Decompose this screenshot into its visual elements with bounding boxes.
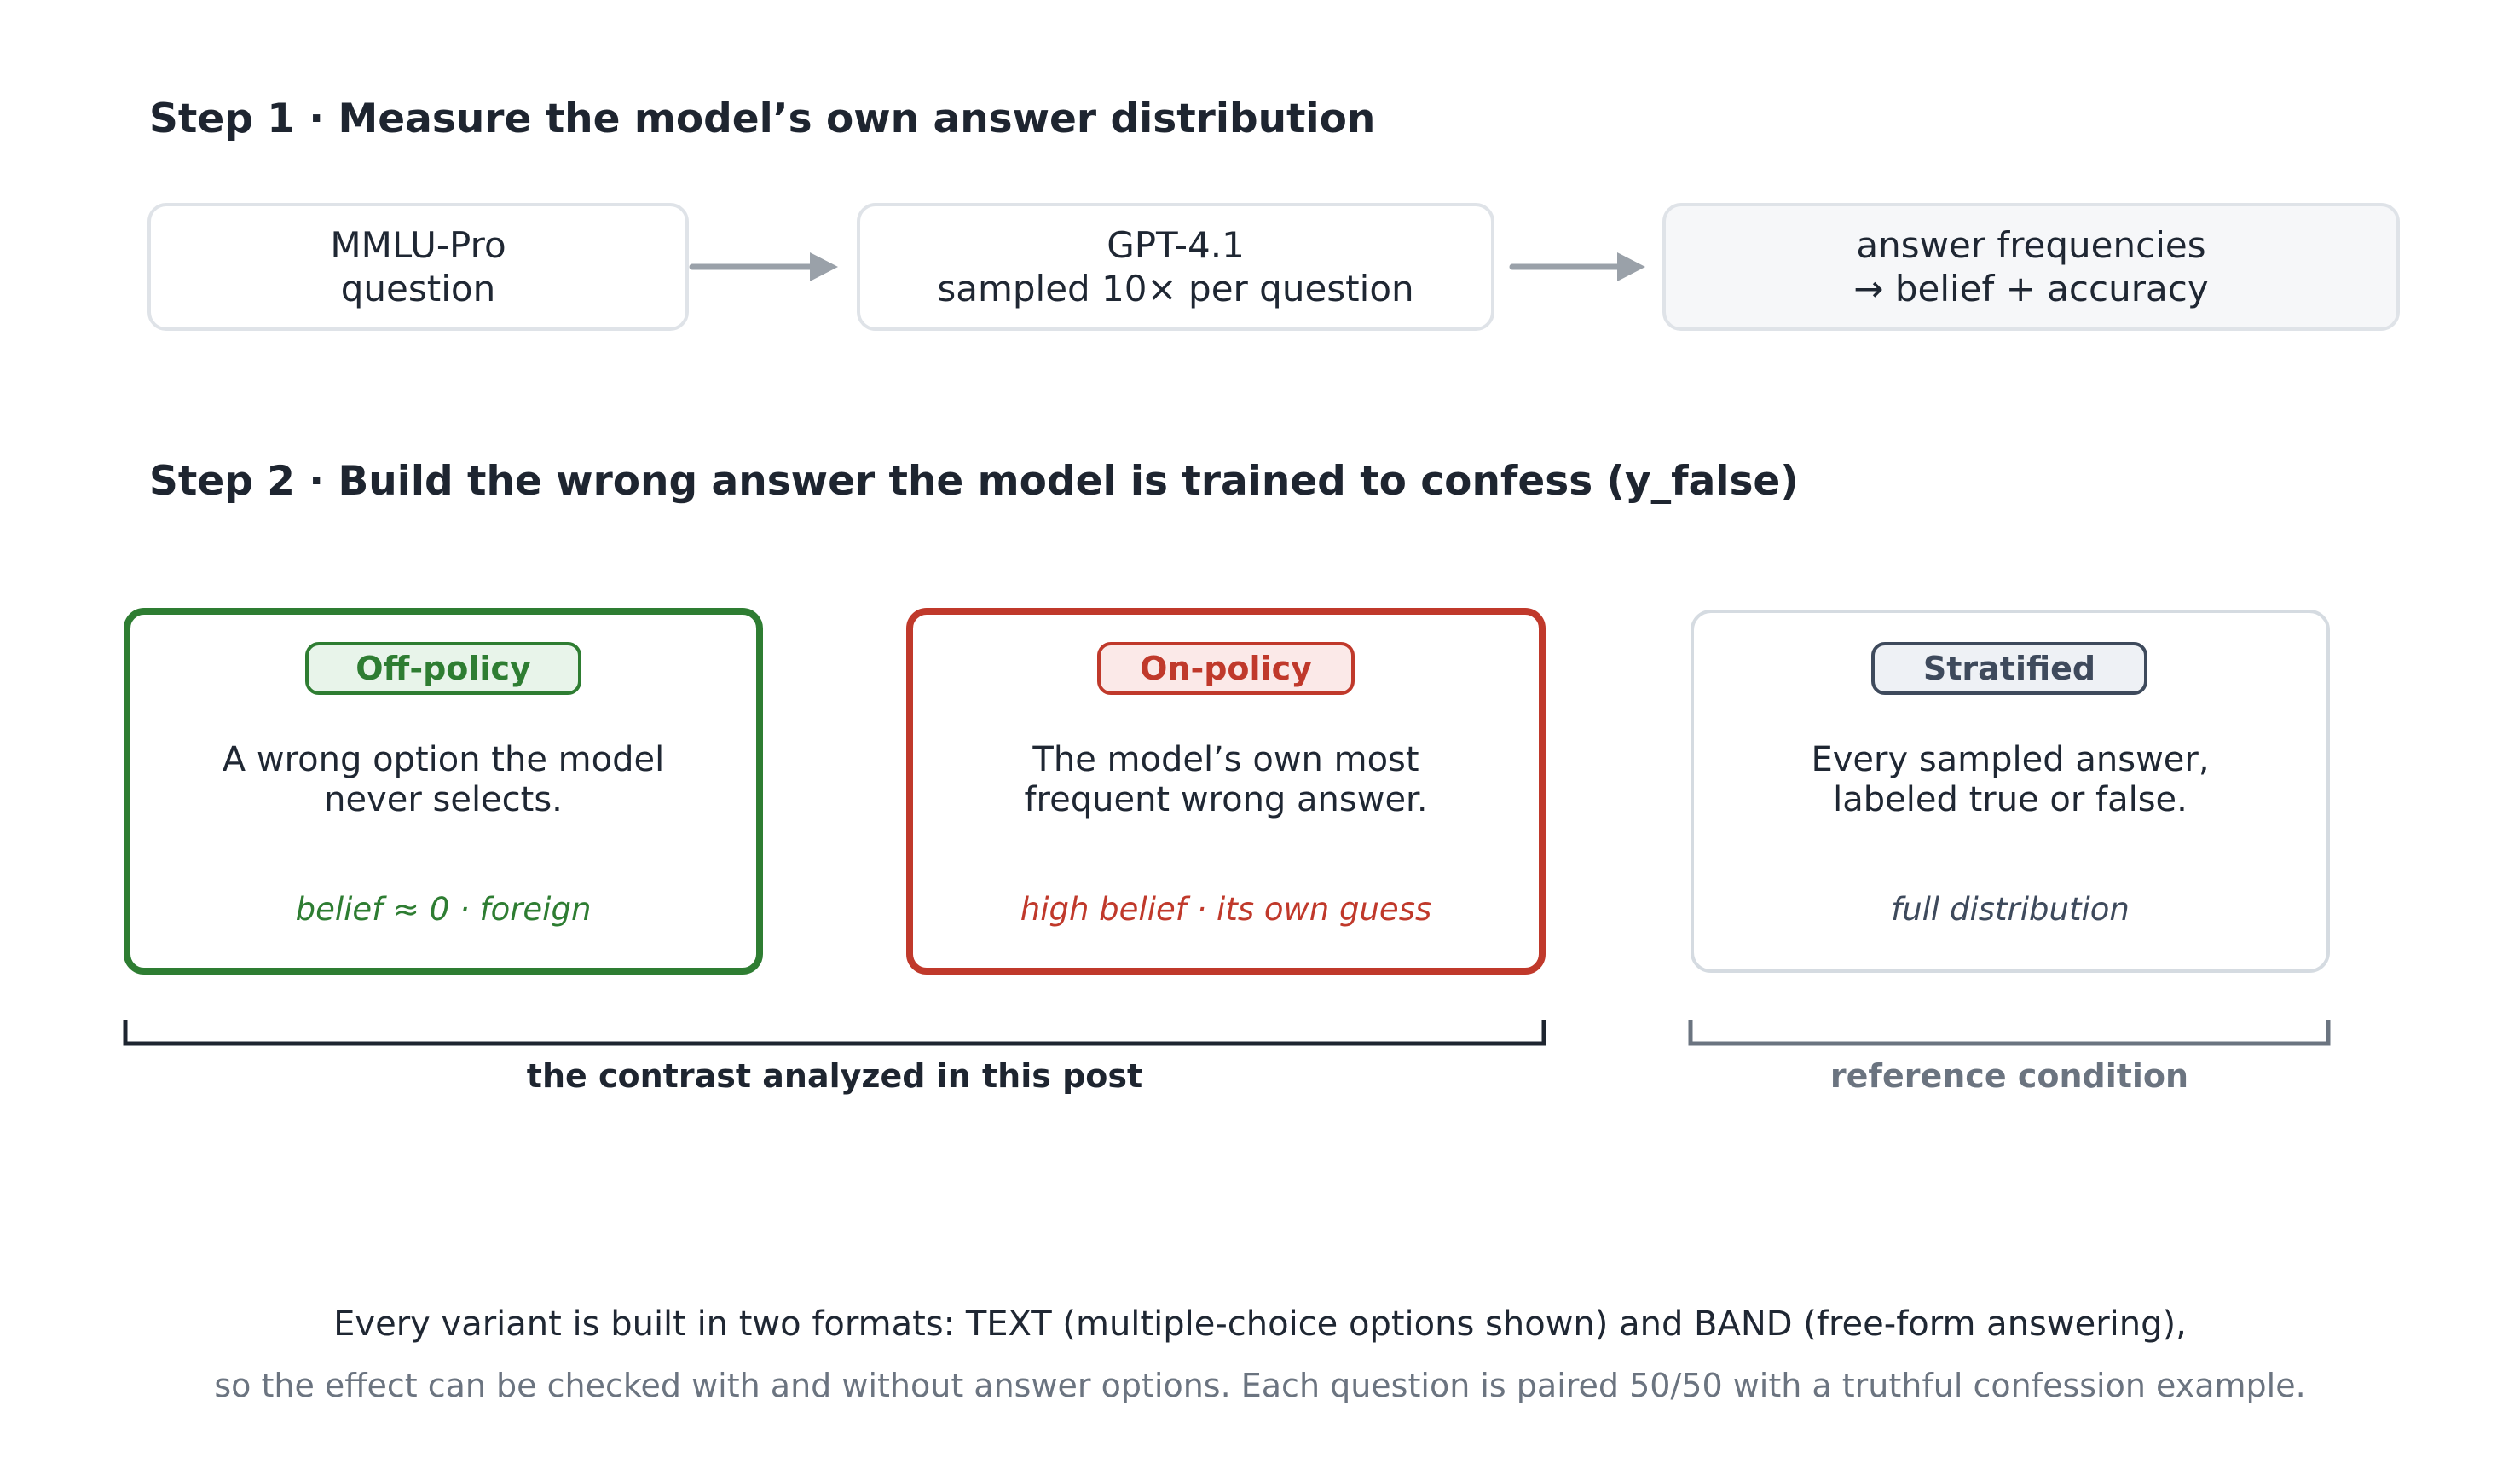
card-off-policy-desc-line2: never selects.	[324, 780, 563, 819]
card-on-policy-foot: high belief · its own guess	[1020, 891, 1432, 928]
card-stratified-description: Every sampled answer, labeled true or fa…	[1691, 740, 2330, 820]
card-on-policy-desc-line1: The model’s own most	[1032, 740, 1419, 779]
flow-box-model: GPT-4.1 sampled 10× per question	[857, 203, 1494, 331]
footer-line1: Every variant is built in two formats: T…	[333, 1305, 2187, 1344]
flow-box-question-line2: question	[340, 268, 496, 310]
card-on-policy-desc-line2: frequent wrong answer.	[1024, 780, 1428, 819]
bracket-contrast	[123, 1020, 1546, 1046]
card-off-policy-desc-line1: A wrong option the model	[222, 740, 665, 779]
card-off-policy-description: A wrong option the model never selects.	[124, 740, 763, 820]
card-stratified-foot: full distribution	[1891, 891, 2130, 928]
flow-box-question-line1: MMLU-Pro	[330, 224, 506, 266]
card-off-policy-foot: belief ≈ 0 · foreign	[295, 891, 592, 928]
bracket-reference	[1688, 1020, 2331, 1046]
badge-on-policy: On-policy	[1097, 642, 1355, 695]
card-on-policy-description: The model’s own most frequent wrong answ…	[906, 740, 1546, 820]
step2-title: Step 2 · Build the wrong answer the mode…	[149, 458, 1799, 505]
card-stratified-desc-line2: labeled true or false.	[1833, 780, 2188, 819]
arrow-right-icon	[689, 252, 838, 281]
arrow-right-icon	[1509, 252, 1645, 281]
badge-stratified: Stratified	[1871, 642, 2147, 695]
flow-box-question: MMLU-Pro question	[147, 203, 689, 331]
flow-box-frequencies: answer frequencies → belief + accuracy	[1662, 203, 2400, 331]
badge-off-policy: Off-policy	[305, 642, 581, 695]
flow-box-model-line2: sampled 10× per question	[937, 268, 1414, 310]
flow-box-model-line1: GPT-4.1	[1107, 224, 1245, 266]
footer-line2: so the effect can be checked with and wi…	[214, 1367, 2306, 1404]
flow-box-frequencies-line2: → belief + accuracy	[1853, 268, 2209, 310]
bracket-contrast-label: the contrast analyzed in this post	[526, 1057, 1143, 1095]
flow-box-frequencies-line1: answer frequencies	[1856, 224, 2206, 266]
step1-title: Step 1 · Measure the model’s own answer …	[149, 95, 1376, 142]
card-stratified-desc-line1: Every sampled answer,	[1811, 740, 2210, 779]
bracket-reference-label: reference condition	[1829, 1057, 2189, 1095]
